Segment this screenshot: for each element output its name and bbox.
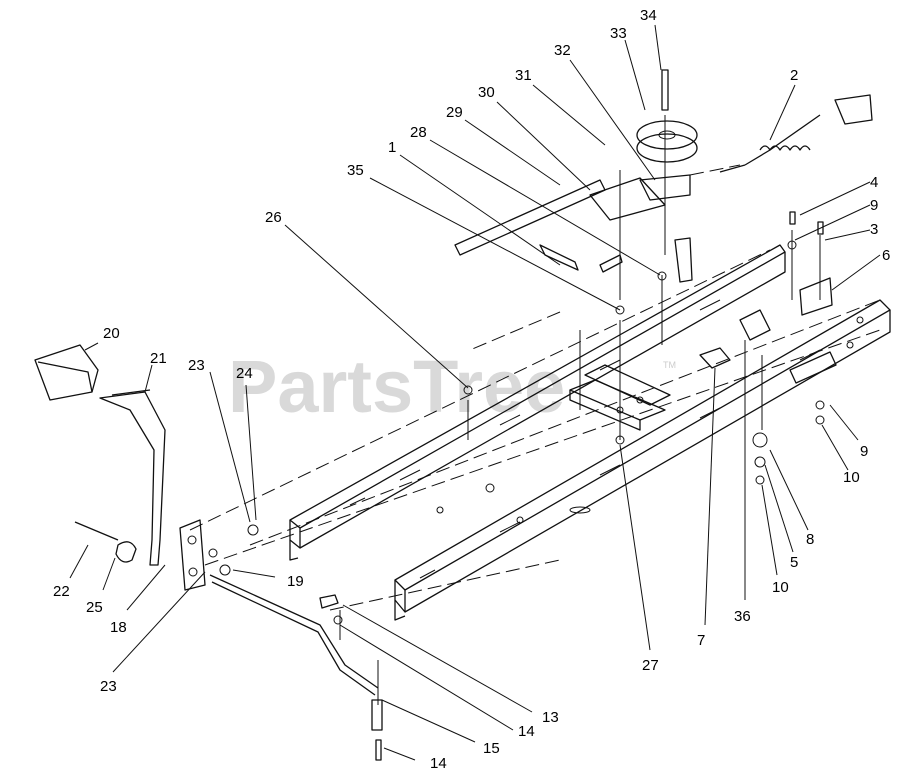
callout-25: 25 xyxy=(86,599,103,616)
callout-34: 34 xyxy=(640,7,657,24)
leader-lines xyxy=(69,24,881,761)
callout-28: 28 xyxy=(410,124,427,141)
callout-15: 15 xyxy=(483,740,500,757)
callout-21: 21 xyxy=(150,350,167,367)
callout-29: 29 xyxy=(446,104,463,121)
hardware xyxy=(463,211,825,493)
callout-9-bottom: 9 xyxy=(860,443,868,460)
frame-rails xyxy=(289,244,891,621)
callout-24: 24 xyxy=(236,365,253,382)
callout-10-lower: 10 xyxy=(772,579,789,596)
callout-10-right: 10 xyxy=(843,469,860,486)
idler-pulley xyxy=(636,69,698,163)
callout-23-upper: 23 xyxy=(188,357,205,374)
watermark-tm: TM xyxy=(663,360,676,370)
callout-18: 18 xyxy=(110,619,127,636)
upper-linkage xyxy=(454,174,691,273)
callout-26: 26 xyxy=(265,209,282,226)
callout-2: 2 xyxy=(790,67,798,84)
callout-8: 8 xyxy=(806,531,814,548)
callout-31: 31 xyxy=(515,67,532,84)
lower-rod xyxy=(209,574,383,761)
callout-1: 1 xyxy=(388,139,396,156)
callout-30: 30 xyxy=(478,84,495,101)
callout-27: 27 xyxy=(642,657,659,674)
callout-14-lower: 14 xyxy=(430,755,447,772)
watermark-text: PartsTree xyxy=(228,345,565,428)
pedal-assembly xyxy=(34,344,259,591)
callout-36: 36 xyxy=(734,608,751,625)
callout-20: 20 xyxy=(103,325,120,342)
callout-19: 19 xyxy=(287,573,304,590)
callout-32: 32 xyxy=(554,42,571,59)
callout-13: 13 xyxy=(542,709,559,726)
callout-9-top: 9 xyxy=(870,197,878,214)
spring-assembly xyxy=(719,94,873,173)
callout-14-upper: 14 xyxy=(518,723,535,740)
watermark: PartsTree TM xyxy=(228,345,676,428)
callout-7: 7 xyxy=(697,632,705,649)
callout-4: 4 xyxy=(870,174,878,191)
callout-labels: 34 33 32 31 30 29 28 1 35 26 2 4 9 3 6 9… xyxy=(53,7,890,772)
callout-22: 22 xyxy=(53,583,70,600)
callout-5: 5 xyxy=(790,554,798,571)
callout-35: 35 xyxy=(347,162,364,179)
callout-6: 6 xyxy=(882,247,890,264)
callout-33: 33 xyxy=(610,25,627,42)
callout-23-lower: 23 xyxy=(100,678,117,695)
callout-3: 3 xyxy=(870,221,878,238)
